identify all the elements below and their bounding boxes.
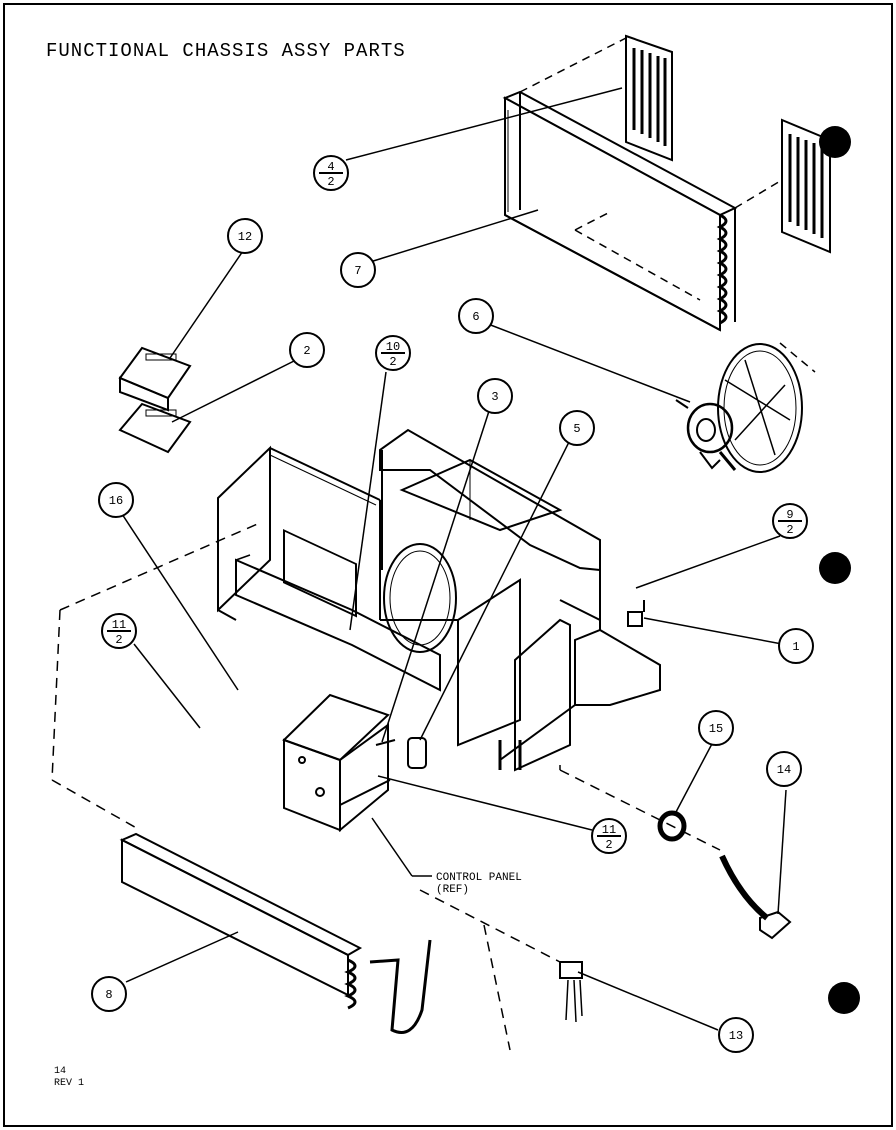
callout-number: 11 bbox=[112, 618, 126, 632]
callout-number: 1 bbox=[792, 640, 799, 654]
callout-quantity: 2 bbox=[115, 633, 122, 647]
callout-quantity: 2 bbox=[786, 523, 793, 537]
control-panel-drawing bbox=[282, 693, 391, 833]
callout-number: 10 bbox=[386, 340, 400, 354]
callout-c8: 8 bbox=[91, 976, 127, 1012]
callout-c5: 5 bbox=[559, 410, 595, 446]
callout-number: 12 bbox=[238, 230, 252, 244]
callout-number: 9 bbox=[786, 508, 793, 522]
callout-number: 16 bbox=[109, 494, 123, 508]
page-number: 14 bbox=[54, 1066, 67, 1077]
callout-c14: 14 bbox=[766, 751, 802, 787]
control-panel-label: CONTROL PANEL bbox=[436, 872, 522, 884]
callout-c1: 1 bbox=[778, 628, 814, 664]
thermostat-drawing bbox=[627, 600, 645, 627]
callout-number: 2 bbox=[303, 344, 310, 358]
callout-quantity: 2 bbox=[605, 838, 612, 852]
callout-number: 7 bbox=[354, 264, 361, 278]
grille-top-drawing bbox=[625, 34, 673, 162]
callout-c2: 2 bbox=[289, 332, 325, 368]
callout-number: 5 bbox=[573, 422, 580, 436]
callout-c15: 15 bbox=[698, 710, 734, 746]
control-panel-ref-label: (REF) bbox=[436, 884, 469, 896]
condenser-coil-drawing bbox=[502, 90, 738, 332]
gasket-drawing bbox=[657, 810, 687, 842]
callout-c16: 16 bbox=[98, 482, 134, 518]
callout-number: 3 bbox=[491, 390, 498, 404]
switch-cover-drawing bbox=[118, 346, 192, 454]
page-border bbox=[3, 3, 893, 1127]
callout-number: 11 bbox=[602, 823, 616, 837]
power-cord-drawing bbox=[719, 854, 792, 940]
evaporator-coil-drawing bbox=[119, 832, 432, 1034]
callout-c3: 3 bbox=[477, 378, 513, 414]
diagram-title: FUNCTIONAL CHASSIS ASSY PARTS bbox=[46, 40, 406, 62]
callout-number: 14 bbox=[777, 763, 791, 777]
callout-c6: 6 bbox=[458, 298, 494, 334]
callout-c9-2: 92 bbox=[772, 503, 808, 539]
callout-c10-2: 102 bbox=[375, 335, 411, 371]
callout-c11-2b: 112 bbox=[591, 818, 627, 854]
callout-number: 15 bbox=[709, 722, 723, 736]
callout-c4-2: 42 bbox=[313, 155, 349, 191]
callout-c12: 12 bbox=[227, 218, 263, 254]
callout-c11-2a: 112 bbox=[101, 613, 137, 649]
callout-number: 4 bbox=[327, 160, 334, 174]
transformer-drawing bbox=[559, 961, 583, 1023]
fan-motor-drawing bbox=[675, 343, 803, 473]
capacitor-drawing bbox=[375, 737, 427, 769]
revision-label: REV 1 bbox=[54, 1078, 85, 1089]
callout-quantity: 2 bbox=[389, 355, 396, 369]
page-footer: 14 REV 1 bbox=[54, 1066, 84, 1090]
callout-number: 13 bbox=[729, 1029, 743, 1043]
callout-number: 6 bbox=[472, 310, 479, 324]
grille-right-drawing bbox=[781, 118, 831, 254]
chassis-drawing bbox=[217, 428, 661, 772]
callout-quantity: 2 bbox=[327, 175, 334, 189]
callout-c7: 7 bbox=[340, 252, 376, 288]
callout-c13: 13 bbox=[718, 1017, 754, 1053]
callout-number: 8 bbox=[105, 988, 112, 1002]
